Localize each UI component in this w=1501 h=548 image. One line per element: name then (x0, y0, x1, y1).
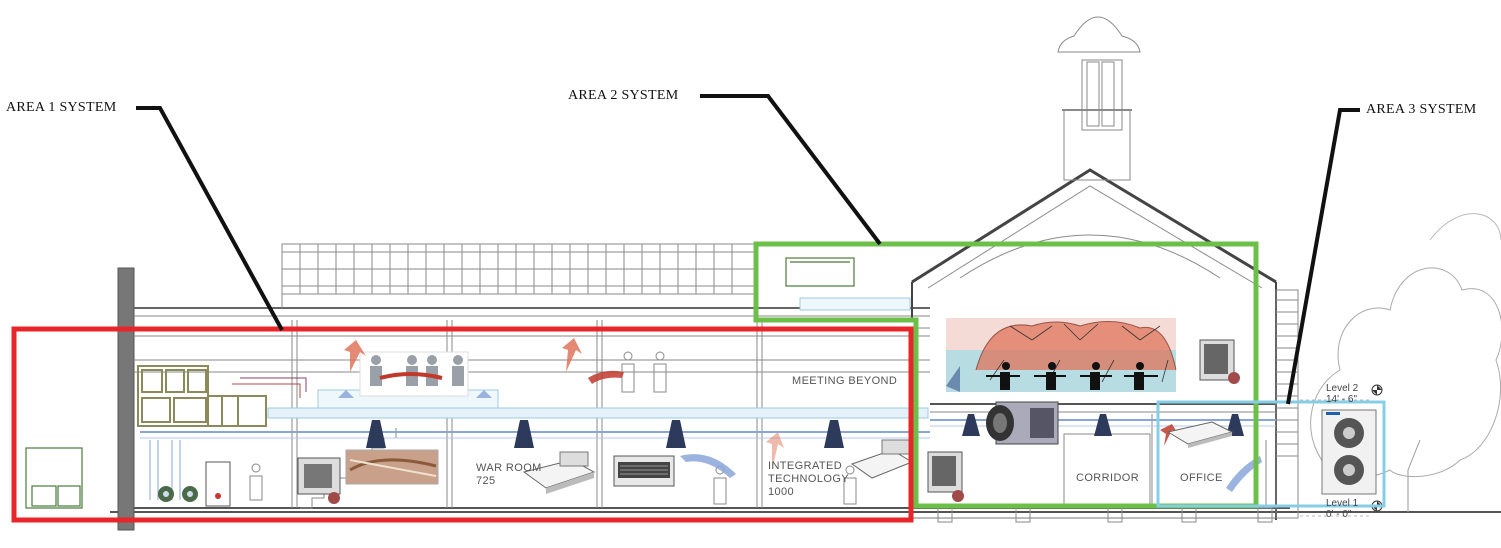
war-room-name: WAR ROOM (476, 462, 542, 474)
meeting-table-figures (359, 351, 469, 397)
fan-coil-units (297, 339, 1240, 504)
integrated-line2: TECHNOLOGY (768, 473, 850, 485)
area2-zone-outline (753, 241, 1259, 509)
corridor-label: CORRIDOR (1076, 472, 1140, 484)
level1-name: Level 1 (1326, 498, 1359, 509)
meeting-beyond-label: MEETING BEYOND (792, 375, 898, 387)
level1-elevation: 0' - 0" (1326, 509, 1352, 520)
ceiling-diffusers (366, 414, 1244, 448)
level2-name: Level 2 (1326, 383, 1359, 394)
rooftop-unit (785, 257, 855, 287)
war-room-label: WAR ROOM 725 (476, 462, 542, 488)
people-silhouettes (249, 351, 857, 505)
area1-leader (136, 106, 284, 331)
area2-leader (700, 94, 882, 246)
level1-marker-label: Level 1 0' - 0" (1326, 498, 1358, 520)
war-room-ceiling-photo (345, 449, 439, 485)
callout-leaders (136, 94, 1360, 405)
cool-air-arrows (338, 390, 1262, 492)
area3-zone-outline (1156, 400, 1386, 508)
office-label: OFFICE (1180, 472, 1223, 484)
outdoor-condensing-unit (1321, 409, 1377, 495)
integrated-technology-label: INTEGRATED TECHNOLOGY 1000 (768, 460, 849, 499)
warm-air-arrows (344, 338, 1178, 470)
integrated-number: 1000 (768, 486, 795, 498)
air-handling-unit (137, 365, 267, 427)
water-heater (205, 461, 231, 507)
area1-callout-label: AREA 1 SYSTEM (6, 100, 117, 115)
mechanical-room-equipment (25, 447, 83, 509)
level2-elevation: 14' - 6" (1326, 394, 1358, 405)
area2-callout-label: AREA 2 SYSTEM (568, 88, 679, 103)
area3-callout-label: AREA 3 SYSTEM (1366, 102, 1477, 117)
integrated-line1: INTEGRATED (768, 460, 843, 472)
war-room-number: 725 (476, 475, 496, 487)
area1-zone-outline (11, 326, 914, 523)
building-section-linework (110, 16, 1501, 531)
level2-marker-label: Level 2 14' - 6" (1326, 383, 1358, 405)
area3-leader (1286, 108, 1360, 405)
level-markers (1300, 384, 1383, 517)
energy-recovery-unit (986, 401, 1059, 445)
pumps (158, 486, 198, 502)
chapel-air-distribution (946, 318, 1177, 392)
trees-outline (1310, 213, 1501, 512)
